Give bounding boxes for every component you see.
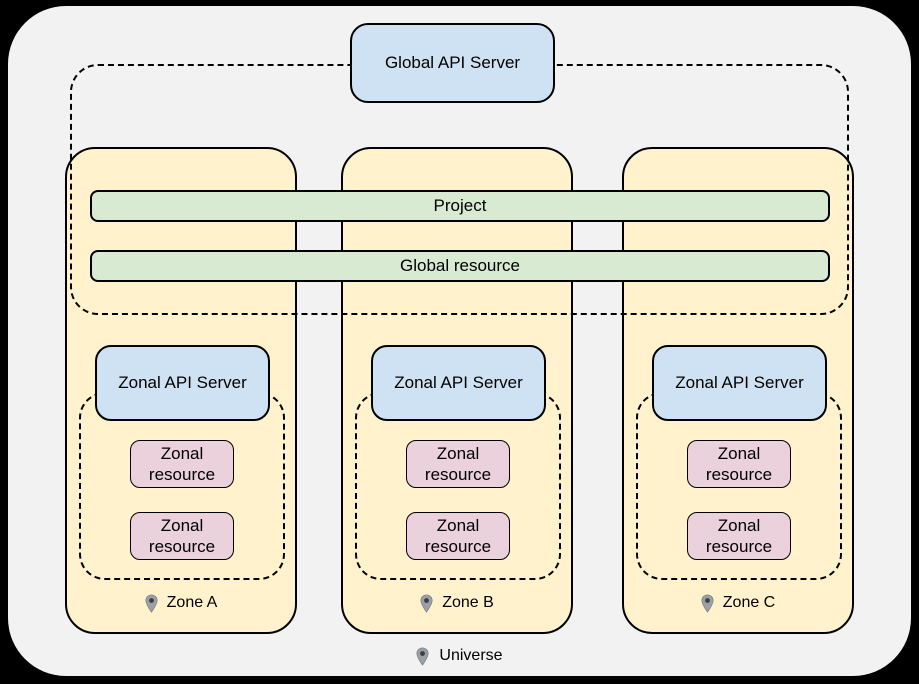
- zone-b-label-row: Zone B: [343, 589, 571, 617]
- zonal-resource-label: Zonal resource: [148, 444, 216, 484]
- zone-name: Zone C: [722, 594, 776, 611]
- zone-a-container: Zonal API Server Zonal resource Zonal re…: [65, 147, 297, 634]
- zone-b-zonal-api-server: Zonal API Server: [371, 345, 546, 421]
- global-api-server-label: Global API Server: [384, 53, 521, 72]
- zonal-resource-label: Zonal resource: [705, 444, 773, 484]
- zone-b-zonal-resource-2: Zonal resource: [406, 512, 510, 560]
- zone-a-label-row: Zone A: [67, 589, 295, 617]
- zone-a-zonal-resource-2: Zonal resource: [130, 512, 234, 560]
- zone-b-zonal-resource-1: Zonal resource: [406, 440, 510, 488]
- zone-name: Zone B: [442, 594, 494, 611]
- project-bar: Project: [90, 190, 830, 222]
- zone-name: Zone A: [166, 594, 218, 611]
- universe-name: Universe: [439, 647, 503, 664]
- zone-a-zonal-resource-1: Zonal resource: [130, 440, 234, 488]
- zonal-resource-label: Zonal resource: [705, 516, 773, 556]
- zonal-api-server-label: Zonal API Server: [118, 373, 247, 392]
- zonal-resource-label: Zonal resource: [424, 516, 492, 556]
- zonal-resource-label: Zonal resource: [148, 516, 216, 556]
- zone-c-zonal-api-server: Zonal API Server: [652, 345, 827, 421]
- zonal-api-server-label: Zonal API Server: [675, 373, 804, 392]
- universe-label-row: Universe: [0, 642, 919, 670]
- project-bar-label: Project: [433, 196, 487, 215]
- zone-c-zonal-resource-2: Zonal resource: [687, 512, 791, 560]
- zone-a-zonal-api-server: Zonal API Server: [95, 345, 270, 421]
- zone-c-label-row: Zone C: [624, 589, 852, 617]
- location-pin-icon: [416, 647, 429, 666]
- global-resource-bar: Global resource: [90, 250, 830, 282]
- zonal-resource-label: Zonal resource: [424, 444, 492, 484]
- location-pin-icon: [420, 594, 433, 613]
- zone-c-zonal-resource-1: Zonal resource: [687, 440, 791, 488]
- global-api-server: Global API Server: [350, 23, 555, 103]
- global-resource-bar-label: Global resource: [399, 256, 520, 275]
- zonal-api-server-label: Zonal API Server: [394, 373, 523, 392]
- location-pin-icon: [145, 594, 158, 613]
- zone-b-container: Zonal API Server Zonal resource Zonal re…: [341, 147, 573, 634]
- zone-c-container: Zonal API Server Zonal resource Zonal re…: [622, 147, 854, 634]
- location-pin-icon: [701, 594, 714, 613]
